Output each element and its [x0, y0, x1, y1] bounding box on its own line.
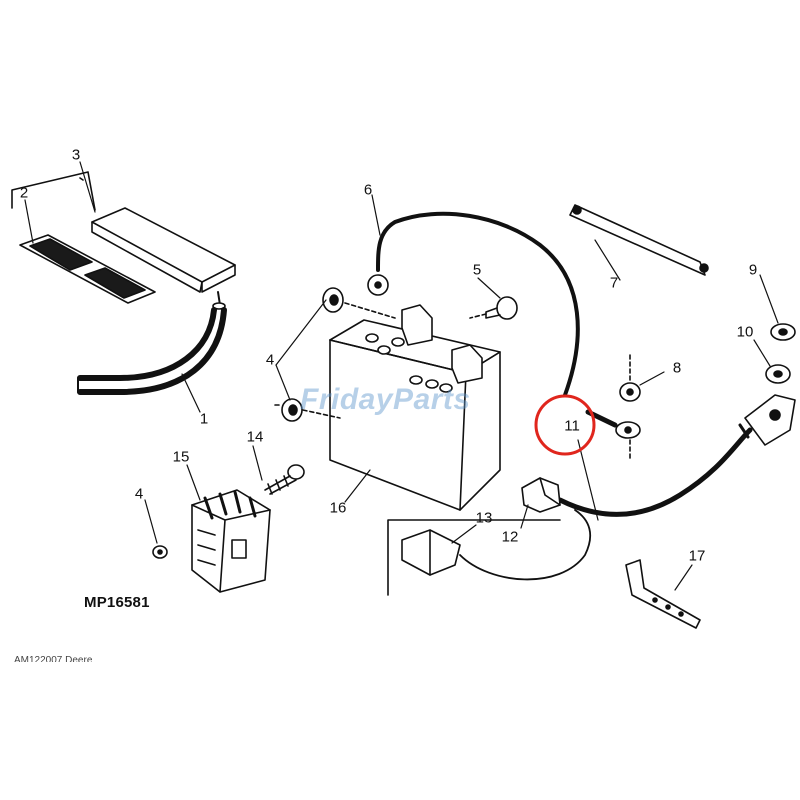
callout-2: 2: [19, 184, 29, 202]
part-13-connector: [401, 509, 592, 581]
source-caption: AM122007 Deere: [14, 655, 93, 662]
leader-lines: [24, 161, 779, 591]
callout-8: 8: [672, 359, 682, 377]
part-17-clip: [625, 559, 701, 629]
highlight-circle: [534, 394, 596, 456]
part-4-nut-upper: [274, 287, 396, 422]
part-12-boot: [521, 477, 561, 513]
callout-9: 9: [748, 261, 758, 279]
part-10-washer: [765, 364, 791, 384]
part-9-washer: [770, 323, 796, 341]
frame-outline: [387, 519, 561, 596]
callout-13: 13: [475, 509, 493, 527]
callout-16: 16: [329, 499, 347, 517]
bracket-2-3: [11, 171, 96, 211]
callout-6: 6: [363, 181, 373, 199]
callout-17: 17: [688, 547, 706, 565]
figure-code: MP16581: [84, 594, 150, 611]
callout-1: 1: [199, 410, 209, 428]
part-11-cable-end: [585, 409, 641, 439]
part-6-cable: [367, 211, 580, 397]
part-14-bolt: [264, 464, 305, 495]
part-16-battery: [329, 304, 501, 511]
callout-11: 11: [564, 417, 580, 435]
callout-5: 5: [472, 261, 482, 279]
callout-14: 14: [246, 428, 264, 446]
part-1-vent-tube: [77, 291, 227, 395]
callout-12: 12: [501, 528, 519, 546]
callout-4-upper: 4: [265, 351, 275, 369]
part-2-pad: [19, 234, 156, 304]
callout-4-lower: 4: [134, 485, 144, 503]
part-3-cover: [91, 207, 236, 293]
callout-15: 15: [172, 448, 190, 466]
part-7-strap: [569, 204, 709, 276]
callout-3: 3: [71, 146, 81, 164]
part-4-nut-lower: [152, 545, 168, 559]
part-15-module: [191, 489, 271, 593]
part-8-nut: [619, 354, 641, 461]
negative-cable: [557, 394, 796, 517]
callout-10: 10: [736, 323, 754, 341]
callout-7: 7: [609, 274, 619, 292]
part-5-bolt: [469, 296, 518, 320]
